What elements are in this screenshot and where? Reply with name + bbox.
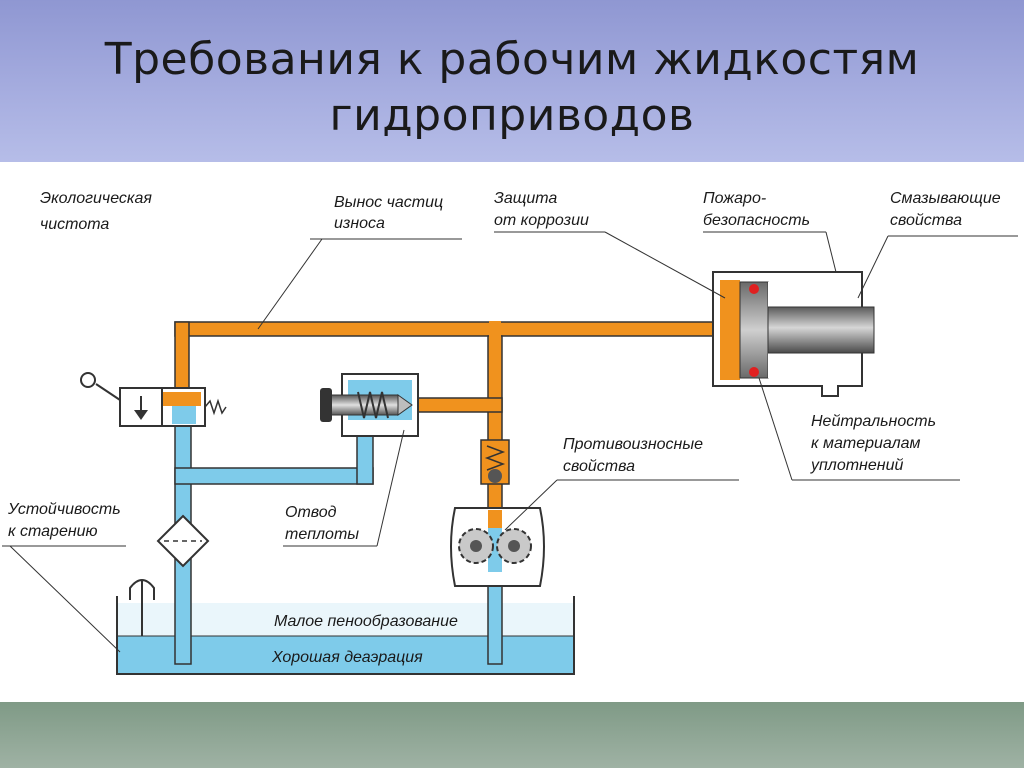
leader-antiwear — [504, 479, 558, 531]
valve-spring — [204, 398, 227, 416]
return-pipe-joint-2 — [358, 469, 372, 483]
footer-band — [0, 702, 1024, 768]
title-line-2: гидроприводов — [329, 90, 695, 141]
pump-gear-left-hub — [470, 540, 482, 552]
check-valve — [480, 439, 510, 485]
label-neutral-line3: уплотнений — [810, 457, 903, 474]
label-heat-line2: теплоты — [285, 526, 359, 543]
leader-aging — [9, 545, 121, 653]
pressure-main-line — [174, 321, 724, 337]
label-eco-line1: Экологическая — [40, 190, 152, 207]
label-lube-line1: Смазывающие — [890, 190, 1001, 207]
label-neutral-line2: к материалам — [811, 435, 921, 452]
check-valve-ball — [488, 469, 502, 483]
label-foam: Малое пенообразование — [274, 613, 458, 630]
valve-arrow-head — [134, 410, 148, 420]
cylinder-rod — [767, 306, 875, 354]
label-aging-line1: Устойчивость — [7, 501, 121, 518]
suction-pipe — [487, 585, 503, 665]
label-corr-line2: от коррозии — [494, 212, 589, 229]
labels: Экологическая чистота Вынос частиц износ… — [7, 190, 1001, 666]
pump-outlet-zone — [488, 510, 502, 528]
relief-valve-knob — [320, 388, 332, 422]
gear-pump — [450, 507, 545, 587]
leader-fire — [825, 231, 837, 273]
hydraulic-cylinder — [712, 271, 875, 397]
leader-neutral — [758, 377, 793, 481]
page-title: Требования к рабочим жидкостям гидроприв… — [0, 32, 1024, 144]
seal-top — [749, 284, 759, 294]
label-corr-line1: Защита — [494, 190, 557, 207]
label-antiwear-line1: Противоизносные — [563, 436, 703, 453]
pump-inlet-zone — [488, 520, 502, 572]
return-pipe-horizontal — [174, 467, 374, 485]
label-neutral-line1: Нейтральность — [811, 413, 936, 430]
tank-outline — [116, 596, 575, 675]
valve-lever-knob — [80, 372, 96, 388]
label-antiwear-line2: свойства — [563, 458, 635, 475]
pressure-corner — [176, 323, 188, 335]
check-valve-spring — [484, 445, 506, 471]
pressure-line-to-pump — [487, 335, 503, 527]
label-eco-line2: чистота — [40, 216, 109, 233]
seal-bottom — [749, 367, 759, 377]
label-wear-line2: износа — [334, 215, 385, 232]
label-fire-line2: безопасность — [703, 212, 810, 229]
label-wear-line1: Вынос частиц — [334, 194, 443, 211]
directional-valve — [80, 372, 227, 427]
valve-return-port — [172, 406, 196, 424]
valve-lever — [95, 383, 121, 401]
leader-lube — [857, 235, 889, 299]
title-line-1: Требования к рабочим жидкостям — [104, 34, 920, 85]
relief-valve-cone — [397, 394, 413, 416]
pressure-tee-2 — [487, 399, 501, 411]
return-lines — [174, 423, 503, 665]
cylinder-piston — [739, 281, 769, 379]
relief-valve — [320, 373, 419, 437]
relief-valve-plunger — [329, 394, 399, 416]
cylinder-pressure-chamber — [720, 280, 740, 380]
valve-pressure-port — [163, 392, 201, 406]
label-deaeration: Хорошая деаэрация — [271, 649, 423, 666]
leader-wear — [257, 238, 323, 330]
label-heat-line1: Отвод — [285, 504, 337, 521]
pump-gear-right-hub — [508, 540, 520, 552]
leader-heat — [376, 429, 405, 547]
return-pipe-joint — [176, 469, 190, 483]
leader-lines — [2, 231, 1018, 653]
filter — [156, 514, 210, 568]
title-banner — [0, 0, 1024, 162]
label-lube-line2: свойства — [890, 212, 962, 229]
label-aging-line2: к старению — [8, 523, 98, 540]
relief-valve-spring — [357, 391, 389, 419]
pressure-tee — [489, 321, 501, 337]
label-fire-line1: Пожаро- — [703, 190, 766, 207]
leader-corr — [604, 231, 726, 299]
pressure-lines — [174, 321, 724, 527]
